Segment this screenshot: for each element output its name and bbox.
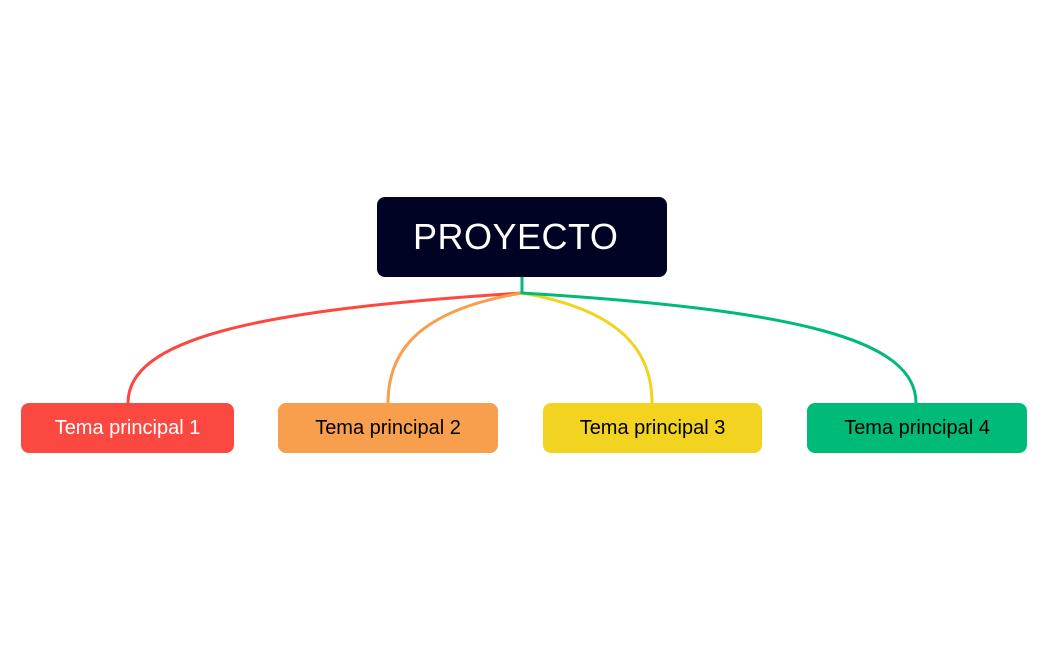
topic-node-4[interactable]: Tema principal 4 — [807, 403, 1027, 453]
root-node[interactable]: PROYECTO — [377, 197, 667, 277]
topic-node-3[interactable]: Tema principal 3 — [543, 403, 762, 453]
topic-node-2[interactable]: Tema principal 2 — [278, 403, 498, 453]
topic-node-label: Tema principal 2 — [315, 416, 461, 439]
connector-topic-4 — [521, 291, 918, 404]
topic-node-1[interactable]: Tema principal 1 — [21, 403, 234, 453]
topic-node-label: Tema principal 3 — [579, 416, 726, 439]
root-node-label: PROYECTO — [413, 216, 619, 257]
connector-topic-2 — [386, 291, 523, 404]
topic-node-label: Tema principal 1 — [54, 416, 201, 439]
topic-node-label: Tema principal 4 — [844, 416, 990, 439]
connector-topic-1 — [126, 291, 523, 404]
connector-topic-3 — [521, 291, 654, 404]
